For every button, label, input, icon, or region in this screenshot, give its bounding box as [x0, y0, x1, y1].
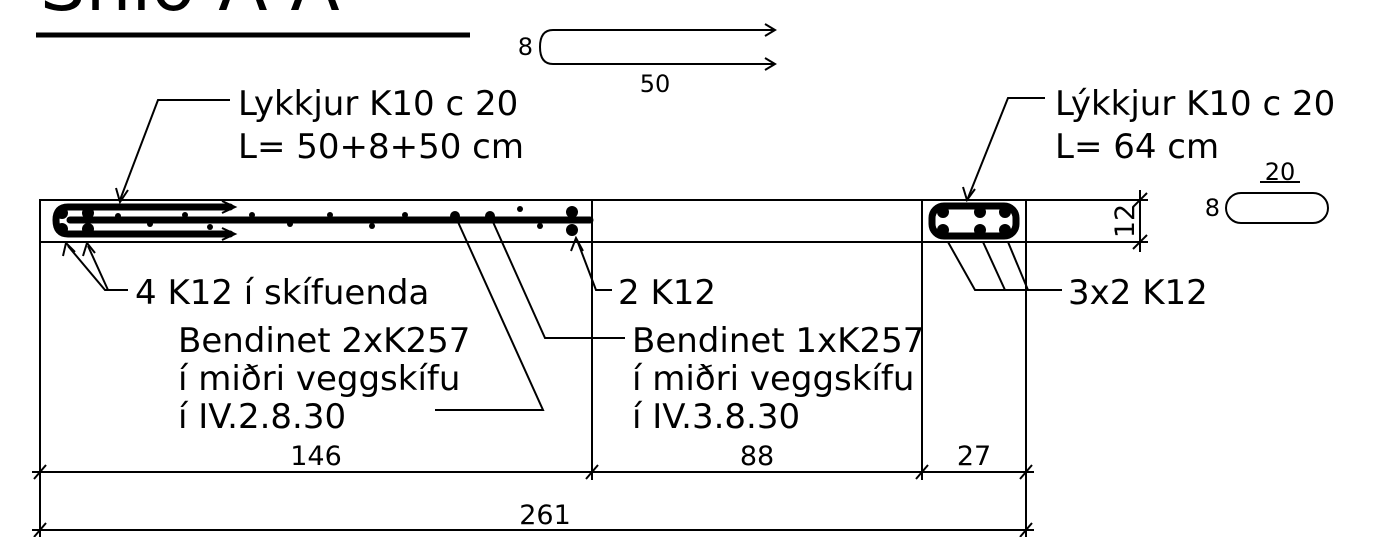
horizontal-dimensions: [32, 242, 1034, 537]
dim-seg1: 146: [290, 441, 342, 472]
note-mesh-b-line2: í miðri veggskífu: [632, 359, 914, 399]
drawing-title: Snið A-A: [40, 0, 340, 27]
thickness-dimension: 12: [1026, 190, 1148, 252]
note-mesh-b-line3: í IV.3.8.30: [632, 397, 800, 437]
note-bars-right: 3x2 K12: [1068, 273, 1208, 313]
loop-shape-left-height: 8: [518, 33, 533, 61]
loop-shape-left-length: 50: [640, 70, 671, 98]
dim-seg2: 88: [740, 441, 774, 472]
note-right-loops-line1: Lýkkjur K10 c 20: [1055, 84, 1335, 124]
loop-shape-right-height: 8: [1205, 194, 1220, 222]
loop-shape-right: 8 20: [1205, 158, 1329, 224]
note-bars-left: 4 K12 í skífuenda: [135, 273, 429, 313]
note-left-loops-line1: Lykkjur K10 c 20: [238, 84, 518, 124]
loop-shape-right-length: 20: [1265, 158, 1296, 186]
note-mesh-a-line3: í IV.2.8.30: [178, 397, 346, 437]
leader-lines: [62, 97, 1062, 411]
note-left-loops-line2: L= 50+8+50 cm: [238, 127, 524, 167]
dim-total: 261: [519, 500, 571, 531]
note-bars-mid: 2 K12: [618, 273, 716, 313]
dim-thickness: 12: [1110, 204, 1141, 238]
note-mesh-a-line2: í miðri veggskífu: [178, 359, 460, 399]
loop-shape-left: 8 50: [518, 23, 777, 98]
wall-segment-3: [921, 199, 1027, 243]
right-column-reinforcement: [928, 202, 1020, 240]
note-mesh-a-line1: Bendinet 2xK257: [178, 321, 470, 361]
note-right-loops-line2: L= 64 cm: [1055, 127, 1219, 167]
left-slab-reinforcement: [52, 200, 594, 241]
wall-segment-2: [591, 199, 923, 243]
note-mesh-b-line1: Bendinet 1xK257: [632, 321, 924, 361]
dim-seg3: 27: [957, 441, 991, 472]
